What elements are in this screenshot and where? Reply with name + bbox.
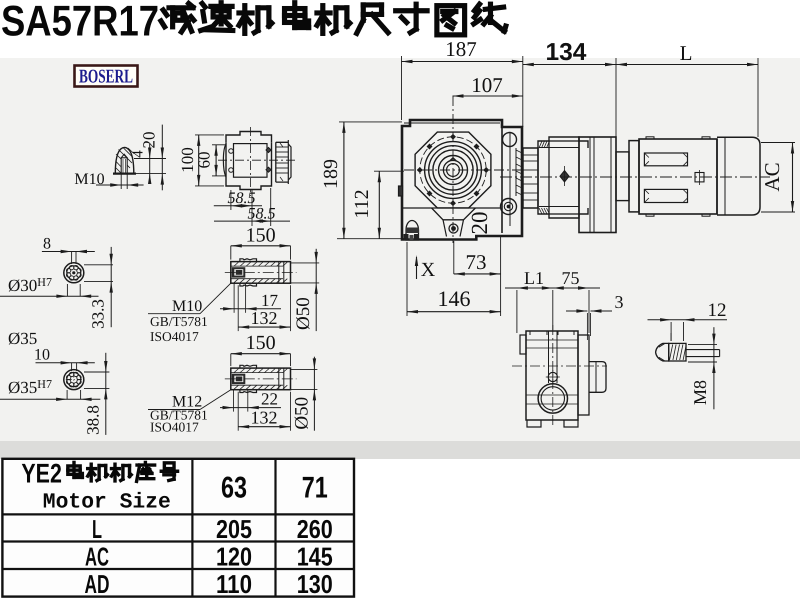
svg-text:Ø50: Ø50 [291,397,312,430]
svg-text:189: 189 [320,159,342,189]
svg-text:X: X [421,259,436,281]
svg-text:187: 187 [445,37,477,61]
svg-text:ISO4017: ISO4017 [150,329,199,344]
svg-text:M12: M12 [172,394,202,411]
svg-text:107: 107 [471,73,503,97]
svg-text:12: 12 [708,300,727,321]
svg-text:AC: AC [760,162,784,191]
svg-text:58.5: 58.5 [248,206,276,223]
svg-text:GB/T5781: GB/T5781 [150,314,208,329]
svg-text:60: 60 [195,152,214,169]
svg-text:L: L [680,41,693,65]
svg-text:20: 20 [467,212,492,235]
svg-text:8: 8 [43,236,51,253]
svg-text:Ø35: Ø35 [8,329,37,348]
svg-text:71: 71 [302,471,328,504]
svg-text:22: 22 [261,390,278,409]
svg-text:GB/T5781: GB/T5781 [150,408,208,423]
svg-text:10: 10 [34,347,50,364]
svg-text:63: 63 [221,471,247,504]
svg-text:112: 112 [351,189,373,218]
svg-text:132: 132 [251,308,278,328]
svg-text:4: 4 [131,150,147,158]
svg-text:L1: L1 [524,268,544,288]
svg-text:260: 260 [297,514,333,544]
svg-text:L: L [92,514,102,544]
svg-text:150: 150 [246,332,276,354]
svg-text:132: 132 [251,408,278,428]
svg-text:17: 17 [261,291,279,310]
svg-text:YE2: YE2 [21,459,62,489]
svg-text:AC: AC [85,541,109,571]
svg-text:58.5: 58.5 [228,190,256,207]
svg-text:BOSERL: BOSERL [79,67,133,88]
svg-text:M10: M10 [172,298,202,315]
svg-text:73: 73 [466,250,487,274]
svg-text:146: 146 [438,286,471,311]
svg-text:Ø50: Ø50 [293,297,314,330]
svg-text:ISO4017: ISO4017 [150,420,199,435]
svg-text:145: 145 [297,541,333,571]
svg-text:M10: M10 [74,171,104,188]
svg-text:130: 130 [297,569,333,599]
svg-text:Motor Size: Motor Size [43,491,171,515]
svg-text:75: 75 [562,268,580,288]
svg-text:150: 150 [246,224,276,246]
svg-text:38.8: 38.8 [84,405,103,435]
svg-text:SA57R17: SA57R17 [1,0,159,46]
svg-text:205: 205 [216,514,252,544]
svg-text:M8: M8 [690,380,710,405]
svg-text:AD: AD [85,569,110,599]
svg-text:134: 134 [546,39,587,66]
svg-text:110: 110 [216,569,252,599]
svg-text:120: 120 [216,541,252,571]
svg-text:33.3: 33.3 [89,299,108,329]
svg-text:20: 20 [140,132,159,149]
svg-text:3: 3 [615,292,624,312]
svg-text:100: 100 [178,147,197,173]
